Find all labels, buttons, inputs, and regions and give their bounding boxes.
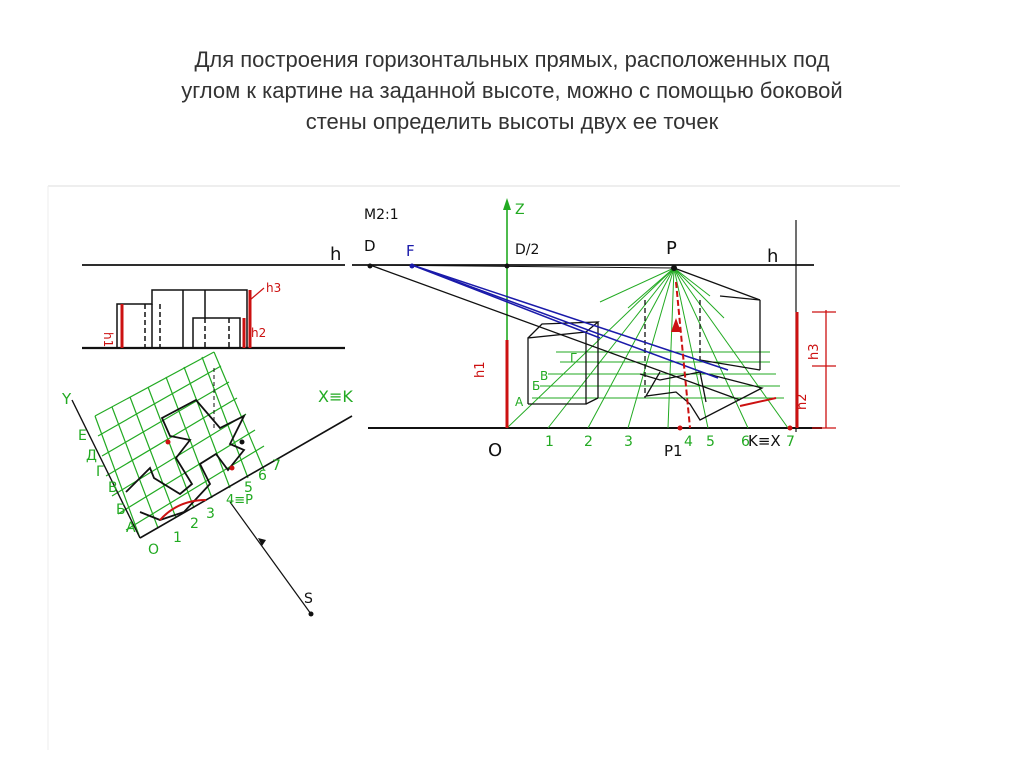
perspective-lines (352, 198, 822, 432)
d-p-ray (369, 264, 675, 269)
building-outline (116, 289, 248, 348)
plan-letter-a: А (126, 520, 136, 536)
persp-letter-g: Г (570, 351, 577, 365)
f-ray-2 (411, 264, 729, 371)
plan-letter-e: Е (78, 428, 87, 444)
plan-x-axis (139, 415, 353, 539)
h-label-right: h (767, 246, 778, 267)
plan-num-2: 2 (190, 516, 199, 532)
persp-letter-v: В (540, 369, 548, 383)
perspective-construction (369, 264, 764, 421)
p1-num: 4 (684, 434, 693, 450)
point-d2 (504, 263, 510, 269)
h3-leader (249, 287, 265, 301)
ground-figure-line (699, 371, 707, 403)
h-label-left: h (330, 244, 341, 265)
plan-point-3 (239, 439, 245, 445)
y-label: Y (61, 390, 72, 408)
red-diag (739, 397, 777, 407)
title-line-2: углом к картине на заданной высоте, можн… (181, 78, 843, 103)
persp-num-3: 3 (624, 434, 633, 450)
building-inner-block (192, 317, 241, 348)
z-label: Z (515, 202, 525, 218)
front-elevation (82, 264, 345, 350)
perspective-numbers: 1 2 3 5 6 7 (545, 434, 795, 450)
point-d (367, 263, 373, 269)
persp-letter-b: Б (532, 379, 540, 393)
point-s (308, 611, 314, 617)
plan-letter-b: Б (116, 502, 126, 518)
k-x-label: K≡X (748, 432, 781, 450)
persp-num-5: 5 (706, 434, 715, 450)
s-label: S (304, 591, 313, 607)
point-p1 (677, 425, 683, 431)
projection-arrow (258, 538, 266, 546)
f-ray-1 (411, 264, 719, 379)
point-p (671, 265, 677, 271)
red-heights (505, 281, 836, 429)
ground-figure (639, 371, 764, 421)
four-p-label: 4≡P (226, 493, 253, 508)
plan-letter-g: Г (96, 464, 105, 480)
d-label: D (364, 237, 376, 255)
plan-num-1: 1 (173, 530, 182, 546)
side-wall-line (673, 267, 761, 301)
plan-letter-d: Д (86, 448, 97, 464)
title-line-3: стены определить высоты двух ее точек (305, 109, 719, 134)
x-k-label: X≡K (318, 387, 353, 406)
h3-label-right: h3 (807, 343, 822, 360)
p-label: P (666, 238, 677, 259)
slide-title: Для построения горизонтальных прямых, ра… (60, 44, 964, 137)
plan-num-3: 3 (206, 506, 215, 522)
cube-front (527, 331, 587, 405)
cube-bottom-back (585, 397, 599, 405)
projection-ray-s (229, 501, 312, 615)
point-k (787, 425, 793, 431)
persp-num-6: 6 (741, 434, 750, 450)
f-label: F (406, 242, 415, 260)
plan-point-2 (229, 465, 235, 471)
plan-y-axis (71, 399, 141, 539)
plan-num-6: 6 (258, 468, 267, 484)
red-arrow-up (671, 318, 681, 332)
side-wall-lower (699, 359, 761, 371)
plan-letter-v: В (108, 480, 118, 496)
h1-label-left: h1 (101, 332, 115, 347)
d2-label: D/2 (515, 242, 539, 258)
side-wall-top (719, 295, 761, 301)
plan-curve (159, 499, 207, 521)
f-ray-3 (411, 264, 601, 339)
scale-label: M2:1 (364, 207, 399, 223)
p1-label: P1 (664, 442, 683, 460)
title-line-1: Для построения горизонтальных прямых, ра… (194, 47, 830, 72)
plan-building-footprint (125, 398, 247, 521)
o-label: O (488, 440, 502, 461)
p1-red-ray (675, 281, 691, 429)
persp-num-7: 7 (786, 434, 795, 450)
plan-num-o: O (148, 542, 159, 558)
perspective-points (367, 263, 793, 431)
plan-point-1 (165, 439, 171, 445)
h1-label-right: h1 (473, 361, 488, 378)
persp-letter-a: A (515, 395, 524, 409)
plan-left-letters: Е Д Г В Б А (78, 428, 136, 536)
point-f (409, 263, 415, 269)
plan-numbers: O 1 2 3 5 6 7 (148, 458, 281, 558)
persp-num-2: 2 (584, 434, 593, 450)
persp-num-1: 1 (545, 434, 554, 450)
h2-label-left: h2 (251, 326, 266, 340)
perspective-letters: A Б В Г (515, 351, 577, 409)
d-ray (369, 264, 741, 401)
h2-label-right: h2 (795, 393, 810, 410)
h3-label-left: h3 (266, 281, 281, 295)
plan-num-5: 5 (244, 480, 253, 496)
z-arrow (503, 198, 511, 210)
plan-num-7: 7 (272, 458, 281, 474)
